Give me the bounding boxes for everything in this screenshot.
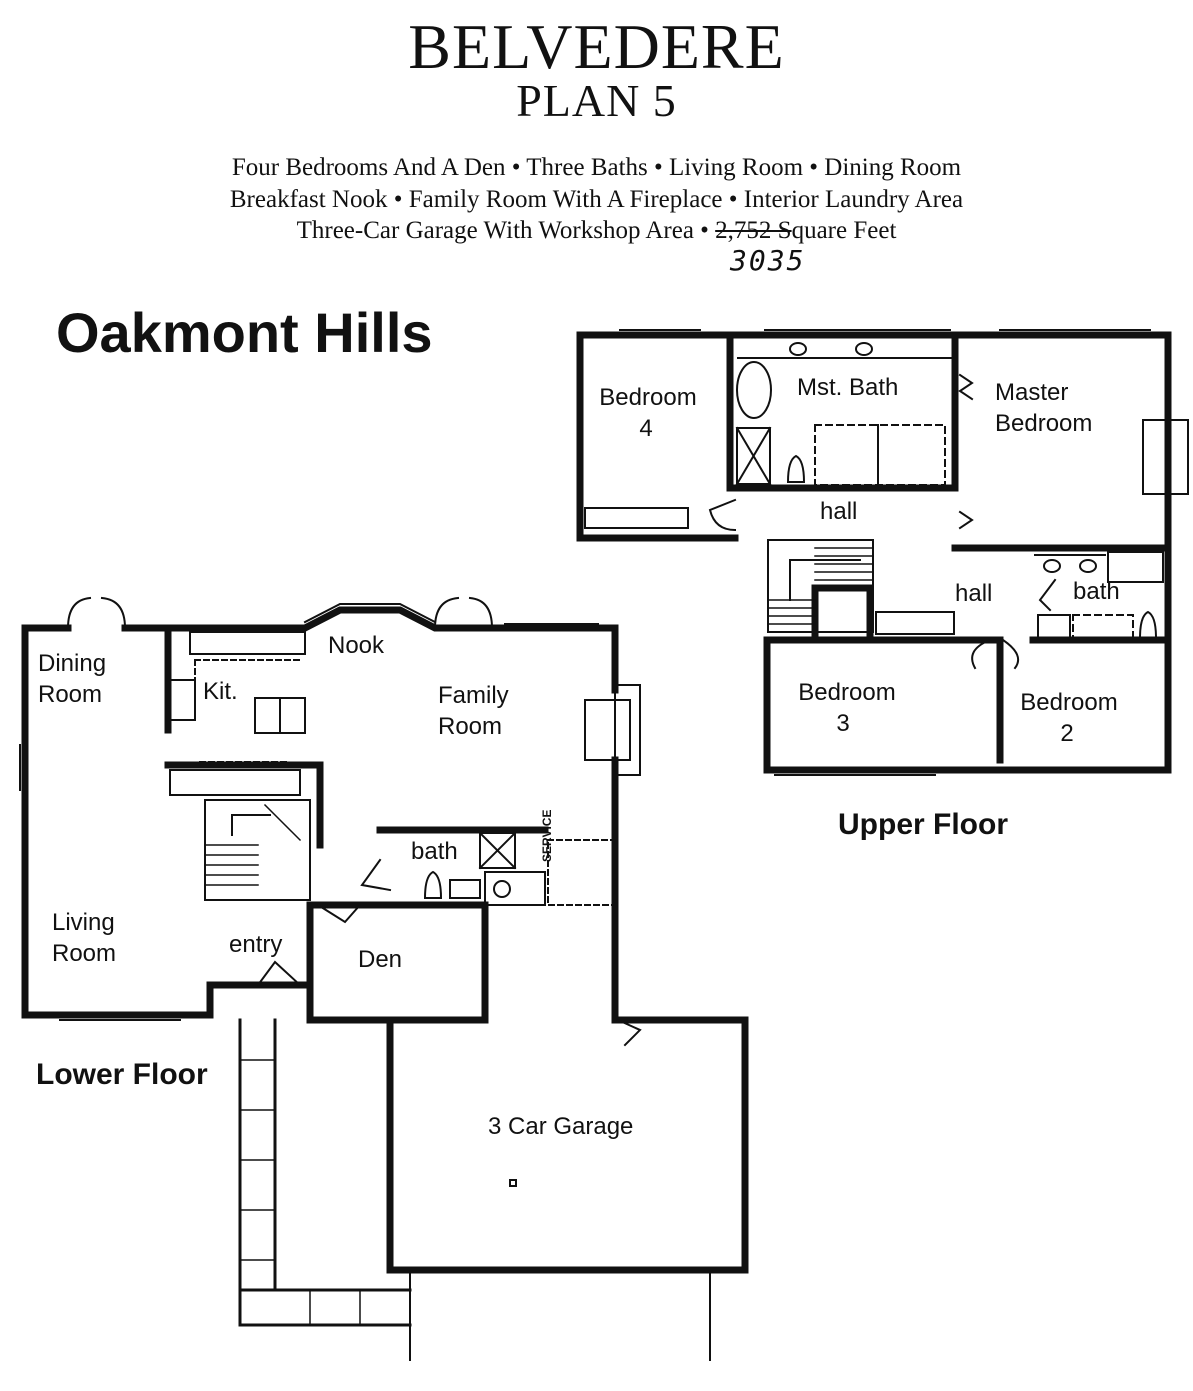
room-dining-line-2: Room bbox=[38, 681, 103, 708]
upper-floor-label: Upper Floor bbox=[838, 808, 1008, 841]
room-upper-hall-top: hall bbox=[820, 498, 858, 525]
room-family: Family Room bbox=[438, 680, 509, 742]
room-master-bedroom-line-2: Bedroom bbox=[995, 410, 1093, 437]
room-bedroom-2-number: 2 bbox=[1060, 720, 1074, 747]
features-line-3-prefix: Three-Car Garage With Workshop Area • bbox=[296, 217, 716, 244]
features-line-3: Three-Car Garage With Workshop Area • 2,… bbox=[0, 217, 1193, 245]
community-name: Oakmont Hills bbox=[56, 301, 433, 364]
room-upper-bath: bath bbox=[1073, 578, 1120, 605]
lower-floor-walls bbox=[21, 606, 749, 1274]
plan-number: PLAN 5 bbox=[516, 75, 677, 126]
struck-square-feet: 2,752 S bbox=[715, 217, 792, 244]
lower-floor-label: Lower Floor bbox=[36, 1058, 208, 1091]
room-service: SERVICE bbox=[540, 809, 554, 862]
room-family-line-1: Family bbox=[438, 682, 509, 709]
room-family-line-2: Room bbox=[438, 713, 503, 740]
room-living-line-1: Living bbox=[52, 909, 115, 936]
room-bedroom-4-number: 4 bbox=[639, 415, 653, 442]
room-living: Living Room bbox=[52, 907, 116, 969]
room-kitchen: Kit. bbox=[203, 678, 238, 705]
room-garage: 3 Car Garage bbox=[488, 1113, 634, 1140]
upper-floor-details bbox=[584, 329, 1189, 776]
lower-floor-details bbox=[19, 596, 711, 1361]
room-bedroom-4-name: Bedroom bbox=[599, 384, 697, 411]
handwritten-square-feet: 3035 bbox=[730, 244, 806, 277]
room-lower-bath: bath bbox=[411, 838, 458, 865]
features-line-1: Four Bedrooms And A Den • Three Baths • … bbox=[231, 154, 962, 181]
features-line-3-suffix: quare Feet bbox=[791, 217, 897, 244]
room-bedroom-2: Bedroom 2 bbox=[1017, 687, 1121, 749]
room-dining: Dining Room bbox=[38, 648, 106, 710]
room-master-bath: Mst. Bath bbox=[797, 374, 899, 401]
room-living-line-2: Room bbox=[52, 940, 117, 967]
room-master-bedroom-line-1: Master bbox=[995, 379, 1069, 406]
room-upper-hall-middle: hall bbox=[955, 580, 993, 607]
room-nook: Nook bbox=[328, 632, 385, 659]
room-bedroom-2-name: Bedroom bbox=[1020, 689, 1118, 716]
plan-title: BELVEDERE bbox=[408, 11, 785, 82]
room-bedroom-3-name: Bedroom bbox=[798, 679, 896, 706]
room-bedroom-3-number: 3 bbox=[836, 710, 850, 737]
room-master-bedroom: Master Bedroom bbox=[995, 377, 1092, 439]
room-bedroom-3: Bedroom 3 bbox=[795, 677, 899, 739]
features-line-2: Breakfast Nook • Family Room With A Fire… bbox=[229, 186, 964, 213]
room-entry: entry bbox=[229, 931, 283, 958]
room-den: Den bbox=[358, 946, 403, 973]
room-bedroom-4: Bedroom 4 bbox=[596, 382, 700, 444]
room-dining-line-1: Dining bbox=[38, 650, 107, 677]
